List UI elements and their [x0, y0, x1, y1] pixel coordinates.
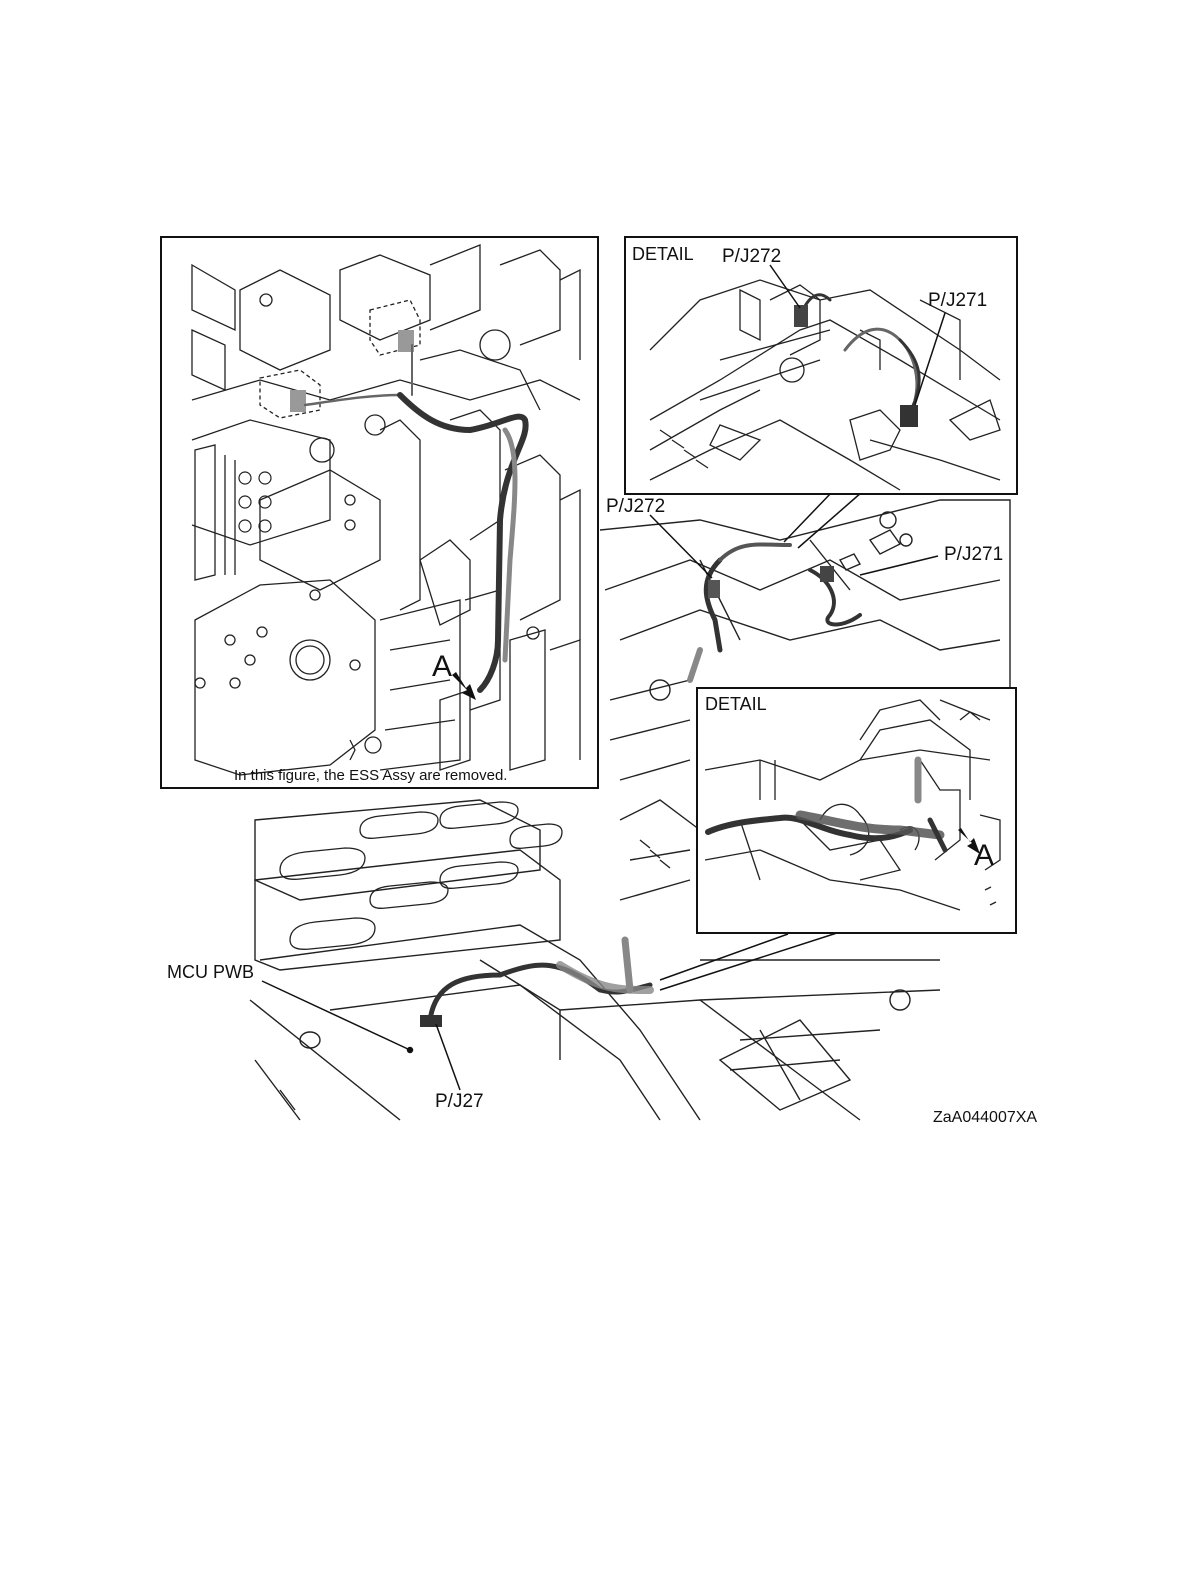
detail-top-pj272-label: P/J272	[722, 246, 781, 267]
detail-top-frame	[625, 237, 1017, 494]
main-view-arrow-label: A	[432, 650, 452, 683]
overview-pj271-label: P/J271	[944, 544, 1003, 565]
connector-detail-pj271	[900, 405, 918, 427]
detail-top-title: DETAIL	[632, 244, 694, 264]
detail-top-pj271-label: P/J271	[928, 290, 987, 311]
detail-bottom-arrow-label: A	[974, 839, 994, 872]
connector-pj27	[420, 1015, 442, 1027]
connector-overview-pj271	[820, 566, 834, 582]
overview-pj272-label: P/J272	[606, 496, 665, 517]
mcu-pwb-label: MCU PWB	[167, 962, 254, 982]
connector-detail-pj272	[794, 305, 808, 327]
main-view-caption: In this figure, the ESS Assy are removed…	[234, 767, 507, 784]
pj27-label: P/J27	[435, 1091, 484, 1112]
figure-id: ZaA044007XA	[933, 1109, 1037, 1126]
connector-overview-pj272	[708, 580, 720, 598]
detail-bottom-title: DETAIL	[705, 694, 767, 714]
